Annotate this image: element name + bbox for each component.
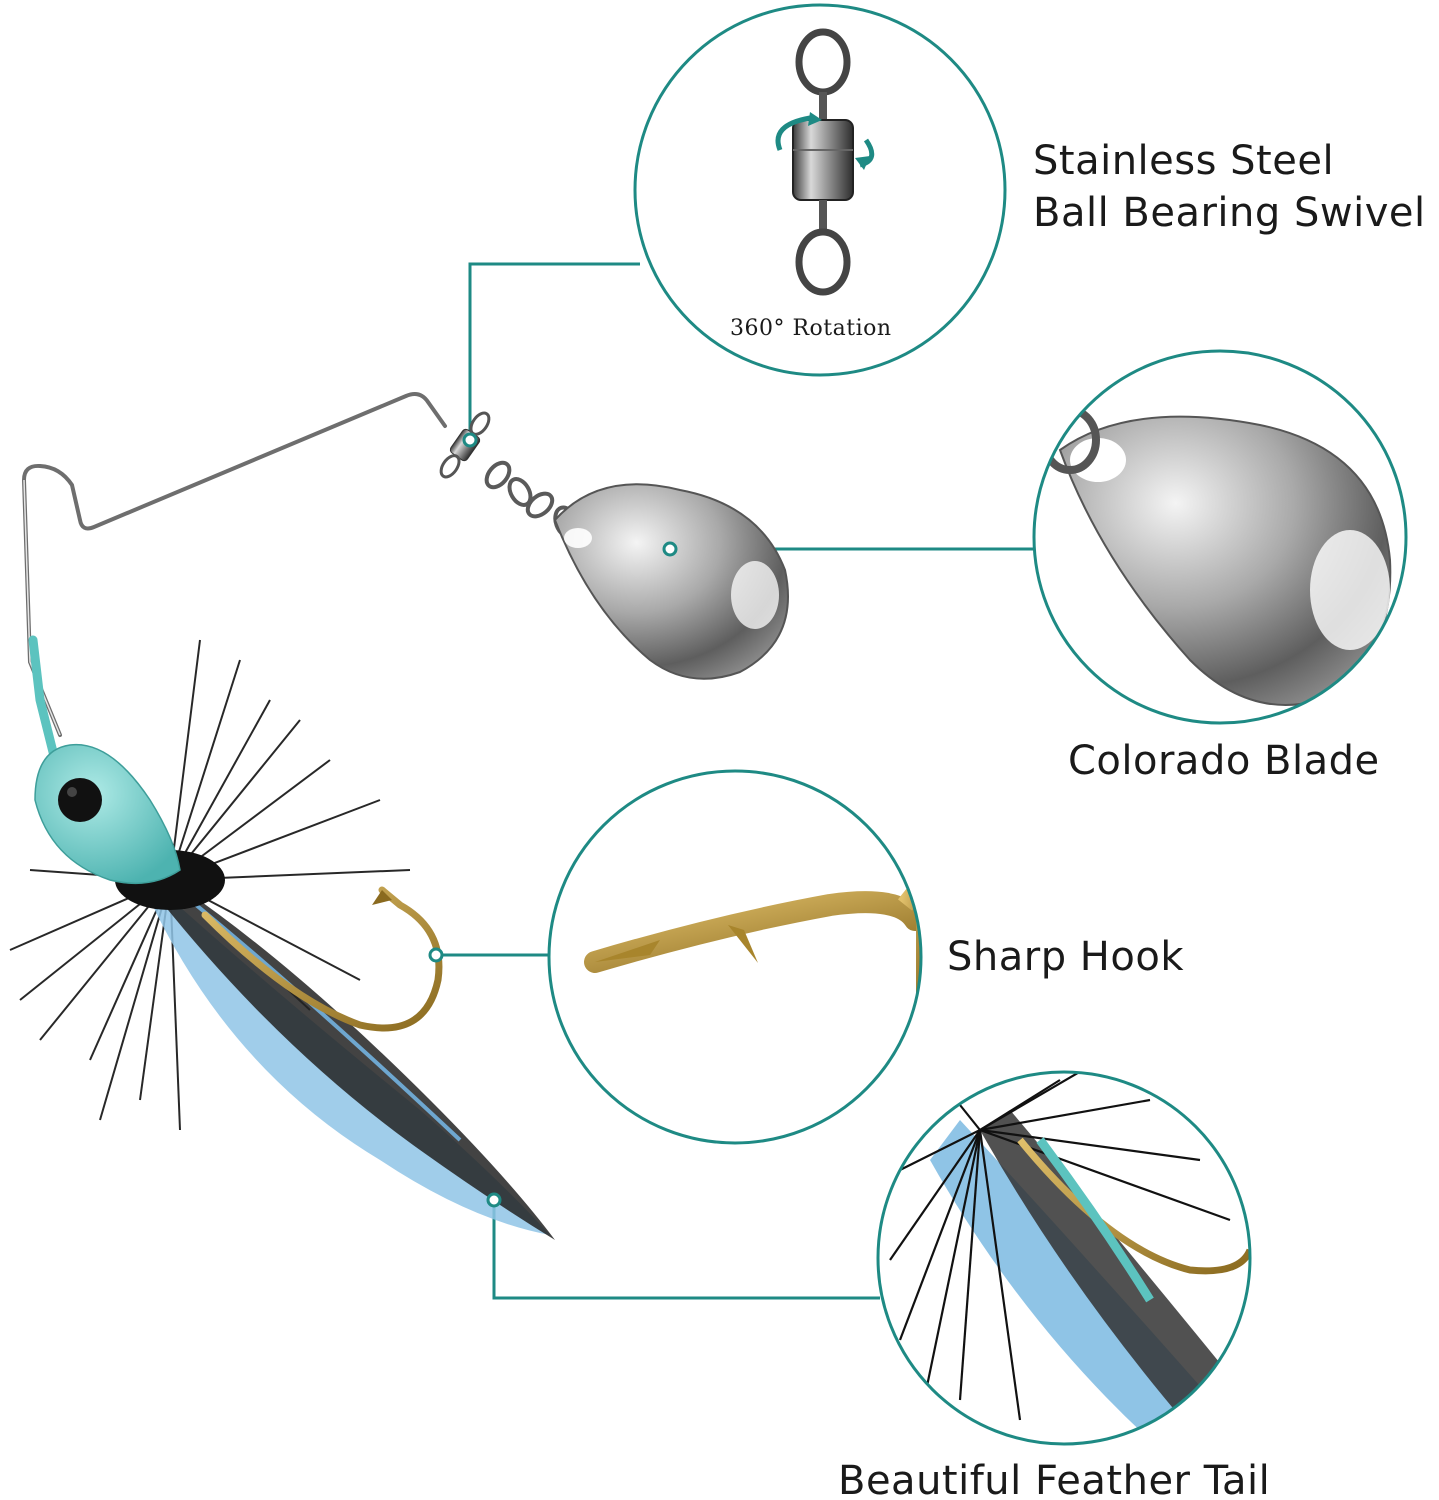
wire-arm bbox=[21, 392, 447, 737]
hook-detail-circle bbox=[547, 769, 923, 1145]
swivel-detail-circle bbox=[633, 3, 1007, 377]
swivel-dot bbox=[462, 432, 478, 448]
lure-head bbox=[34, 743, 181, 885]
tail-detail-circle bbox=[876, 1070, 1252, 1446]
tail-dot bbox=[486, 1192, 502, 1208]
callout-dots bbox=[428, 432, 678, 1208]
swivel-label-line1: Stainless Steel bbox=[1033, 138, 1335, 184]
rotation-note: 360° Rotation bbox=[730, 316, 892, 341]
lure-eye bbox=[58, 778, 102, 822]
hook bbox=[201, 886, 443, 1032]
swivel-callout-label: Stainless Steel Ball Bearing Swivel bbox=[1033, 135, 1426, 239]
hook-dot bbox=[428, 947, 444, 963]
tail-leader-line bbox=[492, 1200, 880, 1300]
coated-wire bbox=[28, 635, 60, 765]
blade-callout-label: Colorado Blade bbox=[1068, 738, 1380, 784]
blade-detail-circle bbox=[1032, 349, 1408, 725]
spinnerbait bbox=[9, 392, 789, 1240]
swivel-label-line2: Ball Bearing Swivel bbox=[1033, 190, 1426, 236]
swivel-leader-line bbox=[468, 262, 640, 440]
swivel-barrel bbox=[792, 119, 854, 201]
tail-callout-label: Beautiful Feather Tail bbox=[838, 1458, 1271, 1500]
colorado-blade bbox=[553, 483, 789, 680]
hook-callout-label: Sharp Hook bbox=[947, 934, 1184, 980]
blade-dot bbox=[662, 541, 678, 557]
